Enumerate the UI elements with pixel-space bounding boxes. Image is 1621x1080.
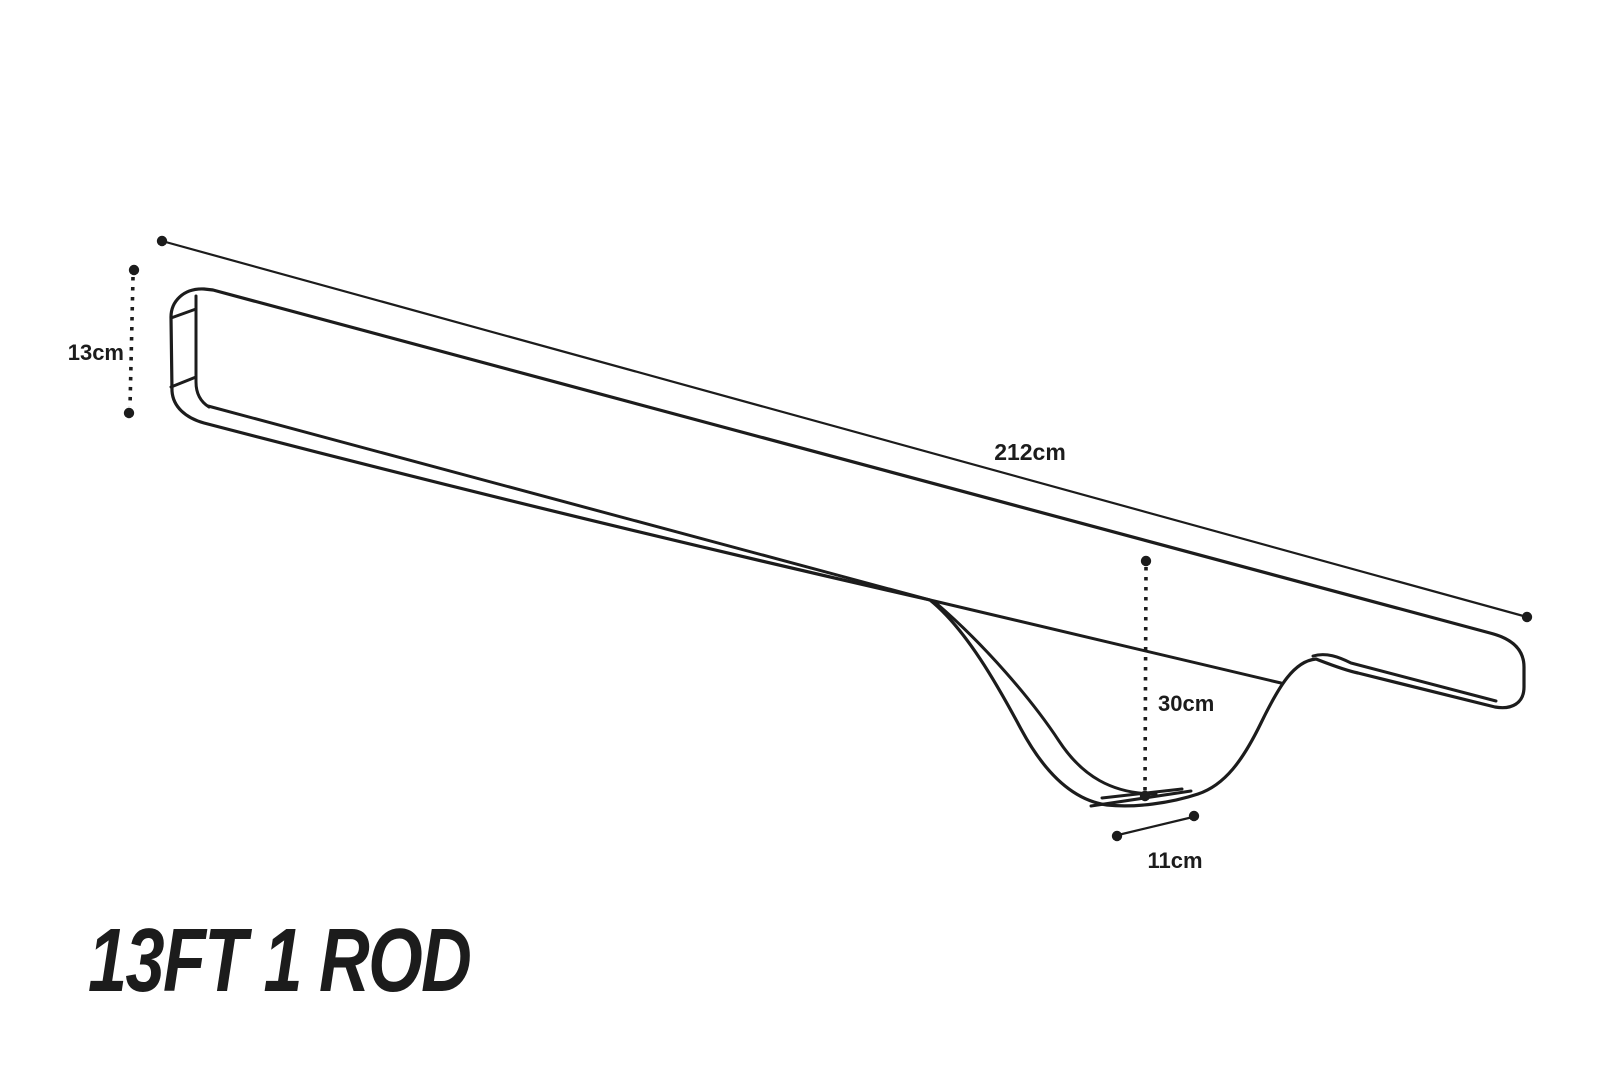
pouch-base-label: 11cm: [1147, 848, 1202, 873]
pouch-depth-label: 30cm: [1158, 691, 1214, 716]
dimension-pouch-base-11cm: 11cm: [1111, 810, 1203, 873]
end-cap-seam-top: [169, 307, 198, 320]
rod-sleeve-drawing: [169, 287, 1526, 808]
end-height-dot-top: [128, 264, 140, 276]
length-dimension-line: [160, 239, 1529, 619]
dimension-end-height-13cm: 13cm: [68, 264, 140, 419]
pouch-base-dot-right: [1188, 810, 1200, 822]
bottom-back-edge-seam: [206, 404, 1283, 685]
end-height-label: 13cm: [68, 340, 124, 365]
dimension-length-212cm: 212cm: [156, 235, 1533, 623]
dimension-pouch-depth-30cm: 30cm: [1139, 555, 1214, 802]
end-cap-seam-bottom: [169, 375, 198, 389]
end-height-dotted-line: [128, 276, 135, 408]
pouch-base-dot-left: [1111, 830, 1123, 842]
pouch-depth-dot-bottom: [1139, 790, 1151, 802]
length-dimension-dot-end: [1521, 611, 1533, 623]
pouch-base-dimension-line: [1116, 815, 1195, 837]
pouch-depth-dotted-line: [1143, 566, 1148, 793]
bottom-back-edge-right: [1311, 653, 1498, 703]
length-dimension-label: 212cm: [994, 439, 1066, 465]
pouch-depth-dot-top: [1140, 555, 1152, 567]
diagram-title: 13FT 1 ROD: [88, 911, 472, 1011]
length-dimension-dot-start: [156, 235, 168, 247]
end-cap-inner-edge: [194, 294, 211, 409]
sleeve-outline: [169, 287, 1526, 808]
pouch-inner-fold: [934, 601, 1158, 796]
end-height-dot-bottom: [123, 407, 135, 419]
